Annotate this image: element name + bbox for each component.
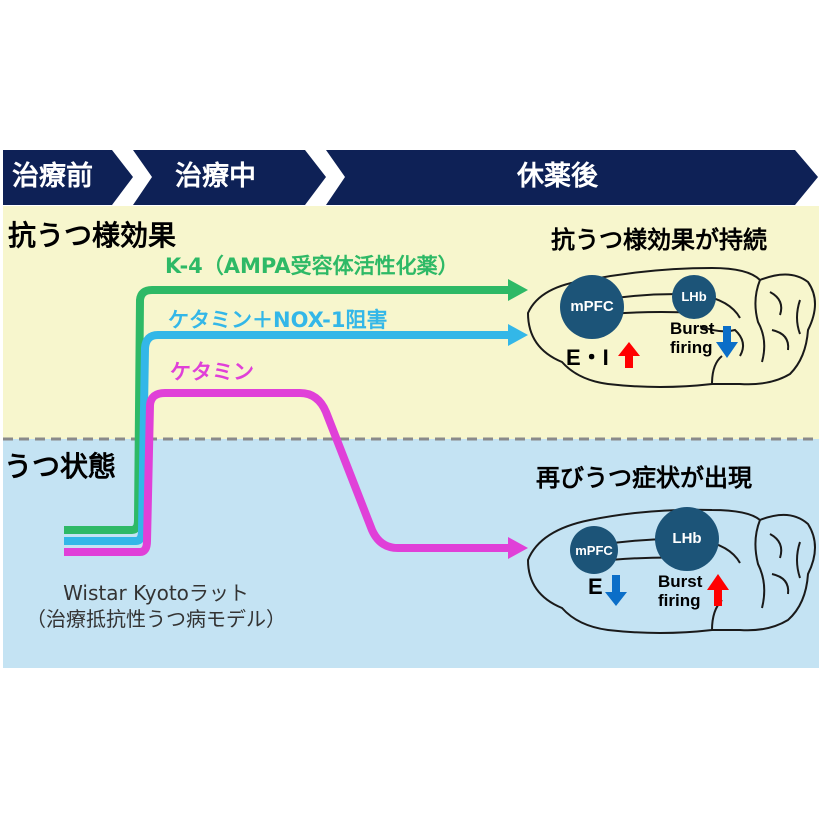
mpfc-circle-relapse [570, 526, 618, 574]
lhb-label-sustained: LHb [681, 289, 707, 304]
antidepressant-title: 抗うつ様効果 [8, 219, 177, 252]
lhb-circle-sustained [672, 275, 716, 319]
lhb-label-relapse: LHb [672, 530, 702, 547]
curve-k4 [64, 286, 508, 534]
model-caption: Wistar Kyotoラット （治療抵抗性うつ病モデル） [0, 580, 312, 632]
burst-up-arrow-relapse [707, 574, 729, 606]
depressive-title: うつ状態 [4, 450, 117, 483]
phase-bar-during [133, 150, 326, 205]
curve-ketamine-nox1-arrowhead [508, 324, 528, 346]
model-line2: （治療抵抗性うつ病モデル） [26, 607, 286, 631]
ei-up-arrow [618, 342, 640, 368]
phase-bar-before [3, 150, 133, 205]
model-line1: Wistar Kyotoラット [63, 581, 249, 605]
ei-label: E・I [566, 345, 609, 370]
curve-k4-arrowhead [508, 279, 528, 301]
burst-down-arrow-sustained [716, 326, 738, 358]
curve-ketamine-label: ケタミン [170, 360, 254, 384]
burst-line1-sustained: Burst [670, 319, 715, 338]
relapse-title: 再びうつ症状が出現 [536, 464, 752, 492]
curve-ketamine-arrowhead [508, 537, 528, 559]
mpfc-label-relapse: mPFC [575, 543, 613, 558]
phase-after-label: 休薬後 [517, 161, 598, 192]
mpfc-circle-sustained [560, 275, 624, 339]
e-label: E [588, 574, 603, 599]
curve-ketamine-nox1 [64, 331, 508, 545]
burst-line2-sustained: firing [670, 337, 713, 357]
e-down-arrow [605, 575, 627, 606]
mpfc-label-sustained: mPFC [570, 298, 614, 315]
burst-line2-relapse: firing [658, 590, 701, 610]
curve-ketamine-nox1-label: ケタミン＋NOX-1阻害 [168, 308, 388, 332]
burst-firing-label-relapse: Burst firing [658, 572, 703, 610]
burst-line1-relapse: Burst [658, 572, 703, 591]
burst-firing-label-sustained: Burst firing [670, 319, 715, 357]
phase-during-label: 治療中 [175, 161, 256, 192]
lhb-circle-relapse [655, 507, 719, 571]
phase-before-label: 治療前 [12, 161, 93, 192]
sustained-title: 抗うつ様効果が持続 [551, 226, 767, 254]
phase-bar-after [326, 150, 818, 205]
curve-ketamine [64, 389, 508, 556]
curve-k4-label: K-4（AMPA受容体活性化薬） [165, 254, 459, 278]
